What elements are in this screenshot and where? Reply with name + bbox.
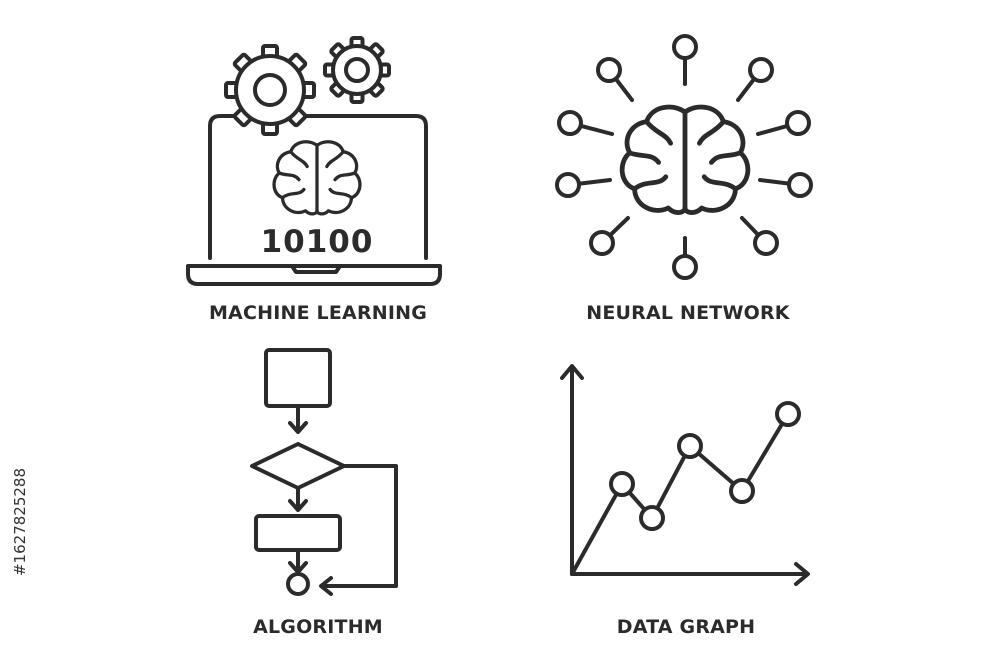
brain-icon: [272, 140, 362, 216]
network-link: [614, 77, 634, 102]
laptop-icon: [186, 114, 442, 286]
network-link: [579, 124, 614, 136]
network-link: [577, 178, 612, 186]
network-node: [557, 110, 583, 136]
network-nodes: [555, 34, 813, 280]
network-node: [753, 230, 779, 256]
flowchart-end-circle: [286, 572, 310, 596]
graph-point: [609, 471, 635, 497]
data-graph-caption: DATA GRAPH: [616, 616, 756, 638]
network-node: [785, 110, 811, 136]
network-node: [787, 172, 813, 198]
network-link: [758, 178, 791, 186]
machine-learning-caption: MACHINE LEARNING: [208, 302, 428, 324]
network-node: [596, 57, 622, 83]
neural-network-icon: [555, 34, 813, 280]
data-graph-icon: [560, 364, 810, 586]
neural-network-caption: NEURAL NETWORK: [586, 302, 790, 324]
gear-small-icon: [323, 36, 391, 104]
network-link: [736, 77, 756, 102]
network-link: [740, 216, 760, 237]
network-node: [672, 34, 698, 60]
algorithm-caption: ALGORITHM: [253, 616, 383, 638]
network-node: [748, 57, 774, 83]
network-link: [608, 216, 630, 237]
algorithm-flowchart-icon: [250, 348, 398, 596]
network-node: [555, 172, 581, 198]
gear-large-icon: [224, 44, 316, 136]
flowchart-decision-diamond: [250, 442, 346, 490]
stock-id-text: #1627825288: [11, 467, 30, 577]
graph-point: [775, 401, 801, 427]
graph-point: [729, 478, 755, 504]
graph-point: [639, 505, 665, 531]
brain-icon: [622, 107, 748, 213]
binary-code-text: 10100: [260, 224, 374, 260]
stock-id-watermark: #1627825288: [0, 422, 40, 622]
network-node: [672, 254, 698, 280]
graph-point: [677, 433, 703, 459]
network-link: [756, 124, 789, 136]
flowchart-start-box: [264, 348, 332, 408]
flowchart-process-box: [254, 514, 342, 552]
machine-learning-icon: [186, 36, 442, 286]
network-node: [589, 230, 615, 256]
